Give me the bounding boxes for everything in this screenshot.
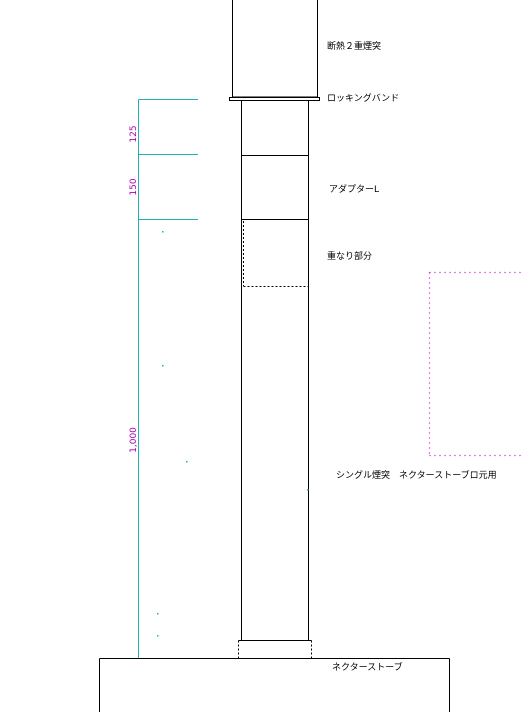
dimension-lines [138, 99, 198, 658]
mark [162, 231, 164, 233]
mark [307, 489, 309, 491]
mark [162, 365, 164, 367]
label-adapter: アダプターL [329, 183, 379, 195]
locking-band [229, 97, 320, 101]
stove-body [99, 658, 450, 712]
double-wall-pipe-body [232, 0, 318, 98]
label-double-wall-pipe: 断熱２重煙突 [327, 40, 381, 52]
dimension-label-125: 125 [129, 125, 139, 142]
dimension-label-1000: 1,000 [129, 427, 139, 453]
label-single-wall-pipe: シングル煙突 ネクターストーブロ元用 [336, 469, 497, 481]
label-stove: ネクターストーブ [332, 661, 403, 673]
mark [157, 613, 159, 615]
label-locking-band: ロッキングバンド [327, 92, 399, 104]
cyan-marks [157, 231, 309, 637]
overlap-section [243, 221, 308, 287]
label-overlap-section: 重なり部分 [327, 250, 372, 262]
double-wall-pipe [229, 0, 320, 101]
single-wall-pipe [241, 100, 309, 640]
stove-collar [238, 640, 312, 658]
mark [186, 461, 188, 463]
hidden-outline [428, 271, 524, 457]
dimension-label-150: 150 [129, 178, 139, 195]
mark [157, 635, 159, 637]
